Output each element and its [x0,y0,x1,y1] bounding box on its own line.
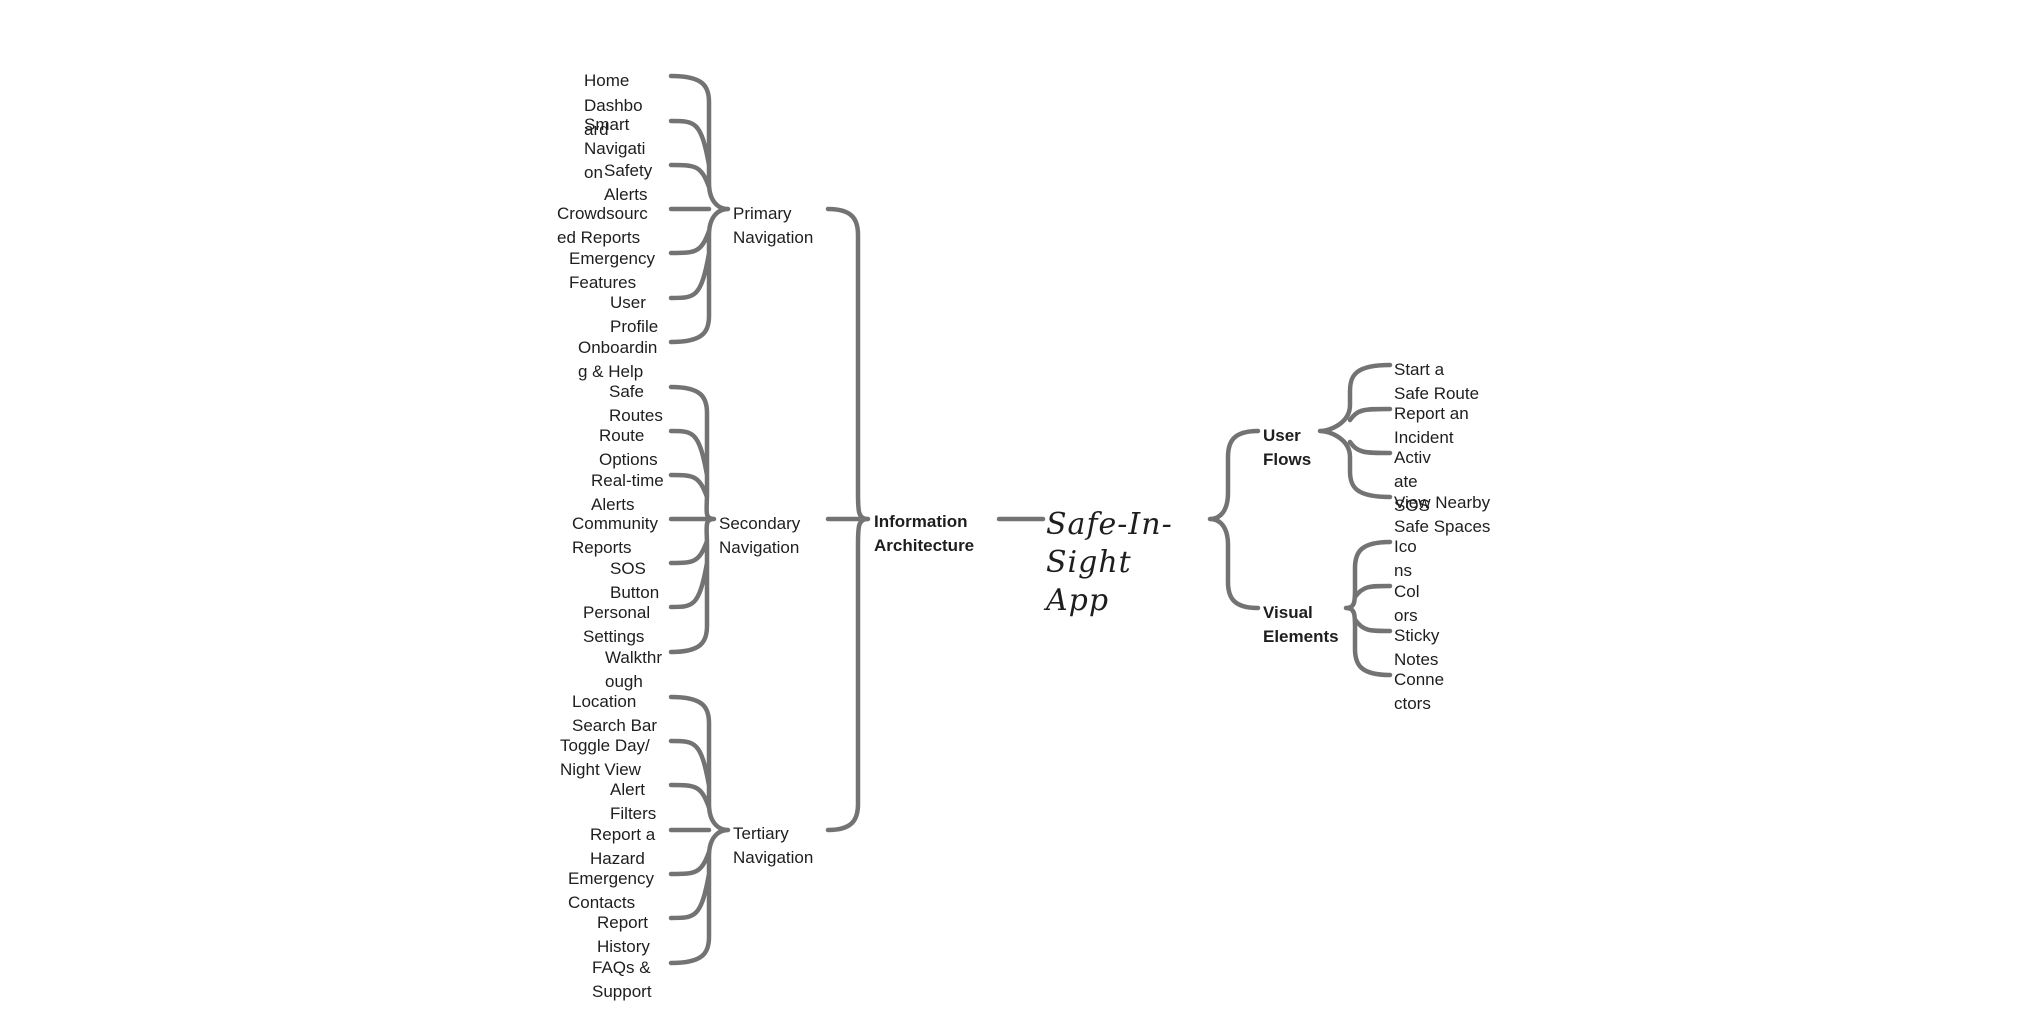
item-report-a-hazard[interactable]: Report a Hazard [590,825,656,868]
item-safety-alerts[interactable]: Safety Alerts [604,161,653,204]
item-route-options[interactable]: Route Options [599,426,658,469]
item-emergency-features[interactable]: Emergency Features [569,249,655,292]
item-dashboard[interactable]: Dashboard [584,96,643,139]
group-tertiary-navigation[interactable]: Tertiary Navigation [733,824,814,867]
item-report-an-incident[interactable]: Report an Incident [1394,404,1469,447]
item-walkthrough[interactable]: Walkthrough [605,648,662,691]
item-sos-button[interactable]: SOS Button [610,559,660,602]
item-location-search-bar[interactable]: Location Search Bar [572,692,658,735]
item-user-profile[interactable]: User Profile [610,293,659,336]
group-primary-navigation[interactable]: Primary Navigation [733,204,814,247]
item-sticky-notes[interactable]: Sticky Notes [1394,626,1440,669]
brace-secondary-navigation [668,384,717,655]
item-start-a-safe-route[interactable]: Start a Safe Route [1394,360,1480,403]
group-secondary-navigation[interactable]: Secondary Navigation [719,514,801,557]
item-real-time-alerts[interactable]: Real-time Alerts [591,471,664,514]
group-user-flows[interactable]: User Flows [1263,426,1312,469]
group-visual-elements[interactable]: Visual Elements [1263,603,1339,646]
item-crowdsourced-reports[interactable]: Crowdsourced Reports [557,204,648,247]
item-toggle-day-night-view[interactable]: Toggle Day/ Night View [560,736,650,779]
item-alert-filters[interactable]: Alert Filters [610,780,657,823]
item-connectors[interactable]: Connectors [1394,670,1445,713]
brace-visual-elements [1343,539,1393,678]
hub-information-architecture[interactable]: Information Architecture [874,512,975,555]
item-activate-sos[interactable]: Activate SOS [1394,448,1431,515]
item-faqs-support[interactable]: FAQs & Support [592,958,652,1001]
item-icons[interactable]: Icons [1394,537,1417,580]
item-home[interactable]: Home [584,71,630,90]
item-smart-navigation[interactable]: Smart Navigation [584,115,646,182]
brace-user-flows [1317,362,1393,500]
item-emergency-contacts[interactable]: Emergency Contacts [568,869,654,912]
item-colors[interactable]: Colors [1394,582,1420,625]
brace-primary-navigation [668,73,731,345]
item-view-nearby-safe-spaces[interactable]: View Nearby Safe Spaces [1394,493,1491,536]
brace-information-architecture [825,206,871,833]
item-personal-settings[interactable]: Personal Settings [583,603,651,646]
brace-safe-in-sight [1207,428,1261,611]
brace-tertiary-navigation [668,694,731,966]
item-report-history[interactable]: Report History [597,913,650,956]
central-topic[interactable]: Safe-In-Sight App [1046,507,1173,618]
item-community-reports[interactable]: Community Reports [572,514,658,557]
item-safe-routes[interactable]: Safe Routes [609,382,663,425]
item-onboarding-help[interactable]: Onboarding & Help [578,338,658,381]
